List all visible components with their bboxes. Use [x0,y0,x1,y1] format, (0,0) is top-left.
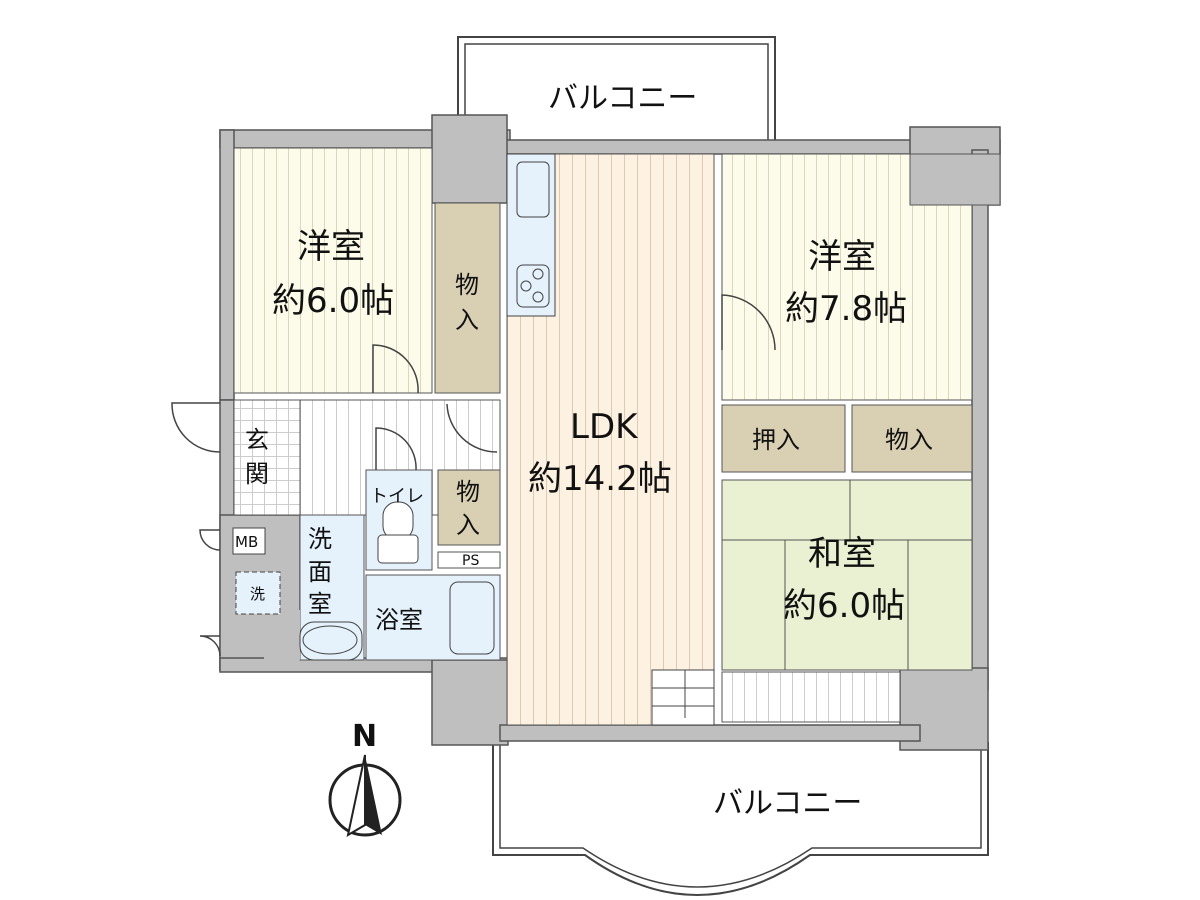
ps-label: PS [462,553,479,569]
mb-box [232,527,266,555]
bathroom-label: 浴室 [375,606,423,634]
closet-2-label-1: 物 [456,478,480,506]
washer-space [235,571,281,615]
ldk-size: 約14.2帖 [528,459,672,499]
oshiire-label: 押入 [752,426,800,454]
balcony-top [457,36,776,140]
balcony-top-label: バルコニー [548,81,697,116]
japanese-room [721,479,973,671]
closet-3 [851,404,973,473]
japanese-room-size: 約6.0帖 [783,586,905,626]
entrance-label-1: 玄 [245,426,269,454]
walls [219,114,1001,751]
western-room-2-name: 洋室 [808,237,876,277]
ldk-name: LDK [570,407,639,447]
balcony-bottom [492,742,989,896]
closet-2 [437,469,501,546]
closet-3-label: 物入 [885,426,933,454]
washroom-label-1: 洗 [308,525,332,553]
balcony-bottom-label: バルコニー [713,786,862,821]
entrance-label-2: 関 [245,460,269,488]
japanese-room-name: 和室 [808,534,876,574]
stairs-hatch [651,669,715,726]
washbasin [302,625,358,655]
closet-1 [434,202,501,394]
bathroom [365,574,501,661]
western-room-1-size: 約6.0帖 [272,281,394,321]
closet-2-label-2: 入 [456,511,480,539]
toilet-fixture [377,501,419,564]
entrance [233,399,301,516]
western-room-2-size: 約7.8帖 [785,289,907,329]
kitchen-counter [506,153,556,317]
washroom-label-3: 室 [308,590,332,618]
compass-label: N [352,719,377,754]
mb-label: MB [235,533,258,551]
ps-shaft [437,551,501,569]
oshiire [721,404,846,473]
closet-1-label-2: 入 [455,306,479,334]
bathtub [449,581,495,655]
compass-icon [328,754,402,838]
closet-1-label-1: 物 [455,271,479,299]
western-room-1-name: 洋室 [297,227,365,267]
washroom [299,514,365,661]
washroom-label-2: 面 [308,558,332,586]
washer-label: 洗 [250,585,265,603]
toilet-label: トイレ [370,486,424,507]
doors [171,294,776,657]
